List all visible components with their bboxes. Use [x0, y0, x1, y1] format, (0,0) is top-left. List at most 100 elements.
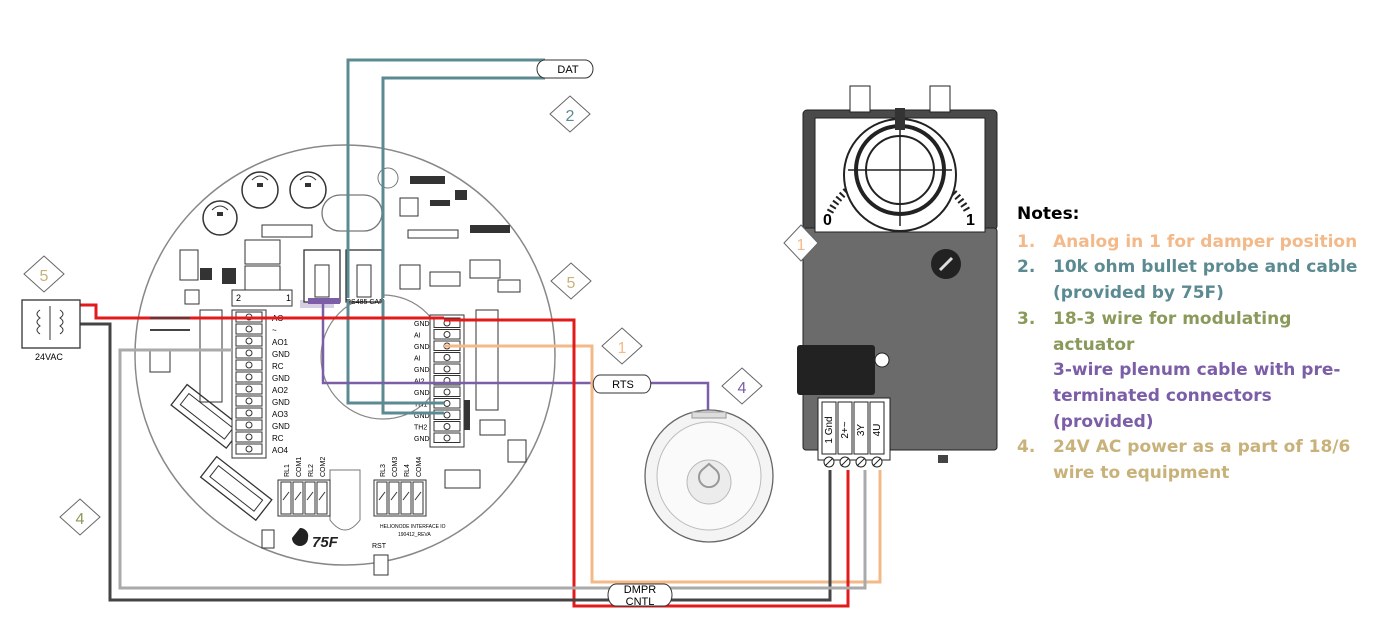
purple-wire-rts [321, 300, 600, 385]
red-wire-ac [444, 318, 850, 608]
purple-wire-rts-2 [648, 381, 710, 410]
terminal-screw-icon [443, 411, 451, 419]
callout-dmpr-cntl: DMPR CNTL [607, 583, 673, 608]
actuator-screw-slot [840, 457, 850, 467]
rs485-label: RS485 CAN [346, 299, 384, 306]
terminal-screw [235, 443, 263, 455]
dmpr-label: DMPR [624, 584, 656, 596]
terminal-label-right: GND [414, 436, 430, 443]
note-text: (provided by 75F) [1053, 283, 1224, 304]
note-number: 2. [1017, 257, 1036, 278]
callout-rts: RTS [592, 374, 652, 394]
sensor-connector [303, 249, 341, 303]
actuator-terminal [869, 401, 885, 455]
marker-1-mid: 1 [601, 327, 643, 365]
note-item: 3.18-3 wire for modulating actuator [1017, 307, 1372, 358]
terminal-screw [235, 407, 263, 419]
terminal-screw [235, 383, 263, 395]
terminal-screw-icon [245, 361, 253, 369]
note-number: 3. [1017, 308, 1036, 329]
board-footer-2: 190412_REVA [398, 532, 431, 538]
terminal-label-right: GND [414, 413, 430, 420]
actuator-terminal [853, 401, 869, 455]
note-item: 1.Analog in 1 for damper position [1017, 230, 1372, 256]
terminal-label-right: GND [414, 321, 430, 328]
terminal-screw [235, 371, 263, 383]
terminal-screw [433, 409, 461, 420]
terminal-screw [235, 359, 263, 371]
grey-wire-control-2 [670, 470, 867, 590]
terminal-label-left: AO3 [272, 410, 289, 419]
terminal-label-left: GND [272, 398, 290, 407]
notes-panel: Notes: 1.Analog in 1 for damper position… [1017, 202, 1372, 487]
relay-terminal [292, 481, 304, 515]
terminal-screw [433, 363, 461, 374]
relay-terminal-screw-icon [318, 491, 326, 501]
terminal-label-left: RC [272, 434, 284, 443]
controller-board: 2 1 [134, 144, 556, 576]
transformer-24vac: 24VAC [21, 299, 81, 362]
terminal-screw-icon [443, 365, 451, 373]
terminal-screw-icon [443, 423, 451, 430]
orange-wire-ai1 [444, 344, 882, 584]
teal-wire-th-b [381, 300, 444, 415]
terminal-label-left: ~ [272, 326, 277, 335]
terminal-screw [433, 375, 461, 386]
relay-terminal-screw-icon [402, 491, 410, 501]
note-text: 24V AC power as a part of 18/6 [1053, 437, 1351, 458]
room-temperature-sensor [644, 409, 774, 543]
terminal-screw [235, 431, 263, 443]
terminal-screw-icon [443, 434, 451, 442]
75f-logo-icon [292, 527, 309, 546]
note-text: terminated connectors (provided) [1053, 385, 1272, 432]
note-item: wire to equipment [1017, 461, 1372, 487]
relay-terminal [280, 481, 292, 515]
relay-terminal-screw-icon [282, 491, 290, 501]
terminal-screw-icon [245, 337, 253, 345]
note-number [1017, 358, 1053, 384]
terminal-screw [235, 395, 263, 407]
terminal-screw [235, 335, 263, 347]
grey-wire-control [118, 348, 610, 590]
relay-label: COM1 [296, 457, 303, 477]
note-text: 3-wire plenum cable with pre- [1053, 360, 1341, 381]
terminal-screw-icon [443, 331, 451, 338]
relay-label: RL3 [380, 464, 387, 477]
relay-terminal [376, 481, 388, 515]
cntl-label: CNTL [626, 596, 655, 608]
relay-terminal-screw-icon [414, 491, 422, 501]
relay-label: RL1 [284, 464, 291, 477]
dark-wire-ground [80, 322, 610, 602]
callout-dat: DAT [536, 59, 594, 79]
terminal-screw [433, 329, 461, 340]
note-text: wire to equipment [1053, 463, 1230, 484]
terminal-screw [433, 386, 461, 397]
terminal-screw-icon [245, 349, 253, 357]
actuator-scale-min: 0 [823, 212, 832, 229]
note-number: 4. [1017, 437, 1036, 458]
marker-1-mid-label: 1 [618, 340, 627, 357]
terminal-label-right: GND [414, 344, 430, 351]
relay-terminal [388, 481, 400, 515]
connector-label-right: 1 [286, 293, 291, 303]
marker-4-mid: 4 [721, 367, 763, 405]
marker-5-right: 5 [550, 262, 592, 300]
actuator-terminal [837, 401, 853, 455]
board-footer: HELIONODE INTERFACE IO [380, 524, 446, 530]
marker-4-mid-label: 4 [738, 380, 747, 397]
relay-label: COM4 [416, 457, 423, 477]
terminal-screw-icon [245, 445, 253, 453]
terminal-label-left: GND [272, 350, 290, 359]
terminal-screw-icon [245, 325, 253, 333]
relay-terminal [316, 481, 328, 515]
terminal-label-left: GND [272, 374, 290, 383]
relay-terminal [304, 481, 316, 515]
terminal-screw [235, 419, 263, 431]
terminal-label-left: AO1 [272, 338, 289, 347]
relay-terminal-screw-icon [390, 491, 398, 501]
marker-2-label: 2 [566, 108, 575, 125]
terminal-screw-icon [245, 433, 253, 441]
marker-2: 2 [549, 95, 591, 133]
